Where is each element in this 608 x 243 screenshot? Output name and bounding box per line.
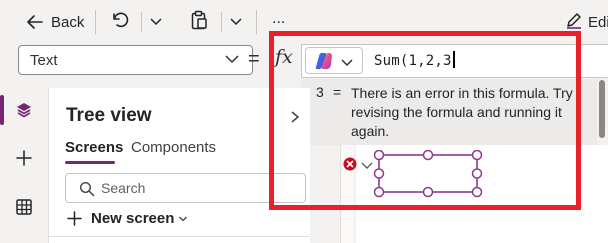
undo-dropdown-button[interactable]: [141, 10, 163, 34]
chevron-down-icon[interactable]: [360, 158, 374, 176]
copilot-button[interactable]: [305, 47, 363, 74]
chevron-down-icon: [229, 14, 243, 31]
chevron-down-icon: [224, 52, 240, 70]
canvas[interactable]: [356, 145, 608, 243]
edit-button[interactable]: Edi: [565, 10, 608, 34]
property-dropdown[interactable]: Text: [18, 45, 253, 75]
clipboard-icon: [190, 10, 208, 34]
error-equals: =: [333, 84, 342, 100]
chevron-down-icon: [340, 55, 354, 73]
equals-sign: =: [248, 48, 260, 70]
search-input[interactable]: Search: [65, 173, 306, 203]
plus-icon[interactable]: [15, 149, 33, 172]
formula-error-tooltip: 3 = There is an error in this formula. T…: [301, 79, 597, 145]
plus-icon: [67, 211, 82, 226]
text-cursor: [452, 51, 455, 68]
fx-icon: fx: [275, 46, 293, 68]
error-result-value: 3: [316, 84, 324, 100]
edit-label: Edi: [588, 13, 608, 31]
undo-icon: [110, 10, 130, 34]
undo-button[interactable]: [110, 10, 130, 34]
selection-handles[interactable]: [372, 149, 484, 198]
chevron-down-icon: [149, 14, 163, 31]
back-arrow-icon: [26, 13, 44, 31]
paste-button[interactable]: [190, 10, 208, 34]
paste-dropdown-button[interactable]: [221, 10, 243, 34]
command-bar: Back ... Edi: [0, 0, 608, 42]
tab-screens[interactable]: Screens: [65, 139, 124, 156]
search-icon: [79, 181, 95, 202]
panel-title: Tree view: [66, 105, 152, 126]
property-value: Text: [30, 51, 58, 69]
back-label: Back: [51, 13, 85, 31]
selected-control[interactable]: [372, 149, 484, 198]
search-placeholder: Search: [101, 180, 146, 196]
formula-editor[interactable]: Sum(1,2,3: [374, 51, 455, 69]
back-button[interactable]: Back: [26, 10, 84, 34]
toolbar-divider: [95, 10, 96, 34]
formula-text: Sum(1,2,3: [374, 53, 452, 69]
active-indicator: [0, 95, 4, 125]
more-options-button[interactable]: ...: [272, 10, 286, 27]
tab-components[interactable]: Components: [131, 139, 217, 156]
vertical-divider: [141, 12, 142, 32]
active-tab-indicator: [65, 161, 115, 164]
tree-view-panel: Tree view Screens Components Search New …: [48, 88, 310, 243]
vertical-divider: [221, 12, 222, 32]
toolbar-divider: [256, 10, 257, 34]
pencil-icon: [565, 11, 583, 33]
divider: [48, 236, 310, 237]
error-icon[interactable]: [343, 157, 357, 176]
formula-scrollbar[interactable]: [599, 80, 605, 138]
layers-icon[interactable]: [15, 101, 33, 124]
table-icon[interactable]: [15, 198, 33, 221]
error-message: There is an error in this formula. Try r…: [351, 85, 573, 139]
new-screen-label: New screen: [91, 210, 175, 227]
copilot-icon: [314, 51, 334, 76]
new-screen-button[interactable]: New screen: [67, 210, 188, 227]
chevron-right-icon[interactable]: [289, 110, 301, 129]
chevron-down-icon: [178, 215, 188, 223]
